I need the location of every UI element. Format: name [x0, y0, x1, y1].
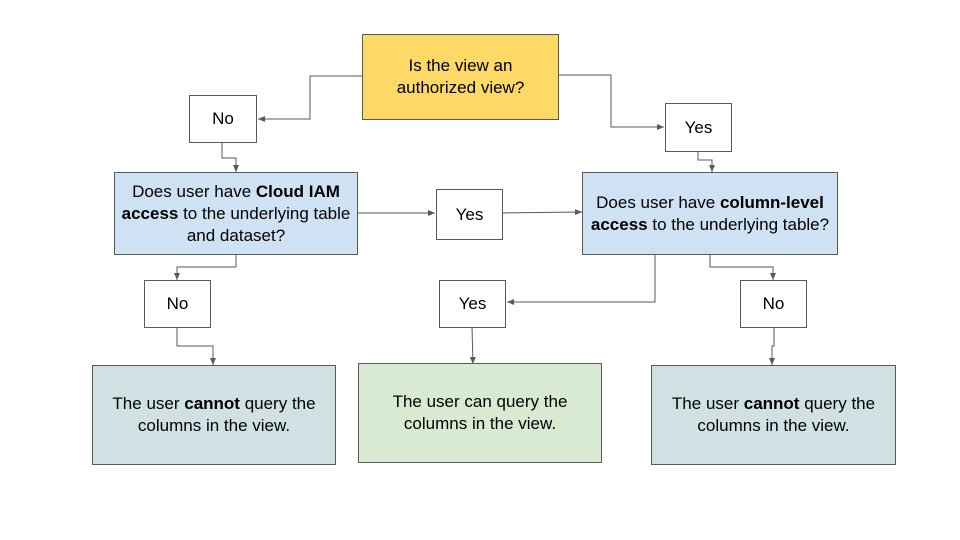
- edge-no-to-iam: [221, 142, 239, 172]
- edge-no-to-cannot-right: [769, 327, 775, 365]
- label-no-authorized: No: [189, 95, 257, 143]
- edge-authorized-to-yes: [558, 74, 664, 130]
- edge-iam-to-no: [174, 254, 237, 280]
- edge-column-to-yes: [507, 254, 656, 305]
- result-cannot-query-left-text: The user cannot query the columns in the…: [112, 394, 316, 435]
- edge-no-to-cannot-left: [176, 327, 216, 365]
- question-column-level-access-text: Does user have column-level access to th…: [590, 192, 830, 234]
- label-no-column: No: [740, 280, 807, 328]
- question-cloud-iam-access-text: Does user have Cloud IAM access to the u…: [121, 181, 351, 245]
- edge-authorized-to-no: [258, 75, 362, 122]
- result-cannot-query-right: The user cannot query the columns in the…: [651, 365, 896, 465]
- label-no-iam: No: [144, 280, 211, 328]
- question-authorized-view-text: Is the view an authorized view?: [396, 56, 525, 97]
- label-yes-authorized: Yes: [665, 103, 732, 152]
- result-cannot-query-right-text: The user cannot query the columns in the…: [671, 394, 876, 435]
- result-cannot-query-left: The user cannot query the columns in the…: [92, 365, 336, 465]
- label-yes-iam: Yes: [436, 189, 503, 240]
- edge-column-to-no: [709, 254, 776, 280]
- question-column-level-access: Does user have column-level access to th…: [582, 172, 838, 255]
- edge-yes-to-column: [697, 151, 715, 172]
- edge-yes-to-can: [469, 326, 476, 365]
- question-cloud-iam-access: Does user have Cloud IAM access to the u…: [114, 172, 358, 255]
- label-yes-column: Yes: [439, 280, 506, 328]
- question-authorized-view: Is the view an authorized view?: [362, 34, 559, 120]
- edge-yes-to-column-mid: [502, 209, 583, 216]
- result-can-query-text: The user can query the columns in the vi…: [392, 392, 568, 433]
- result-can-query: The user can query the columns in the vi…: [358, 363, 602, 463]
